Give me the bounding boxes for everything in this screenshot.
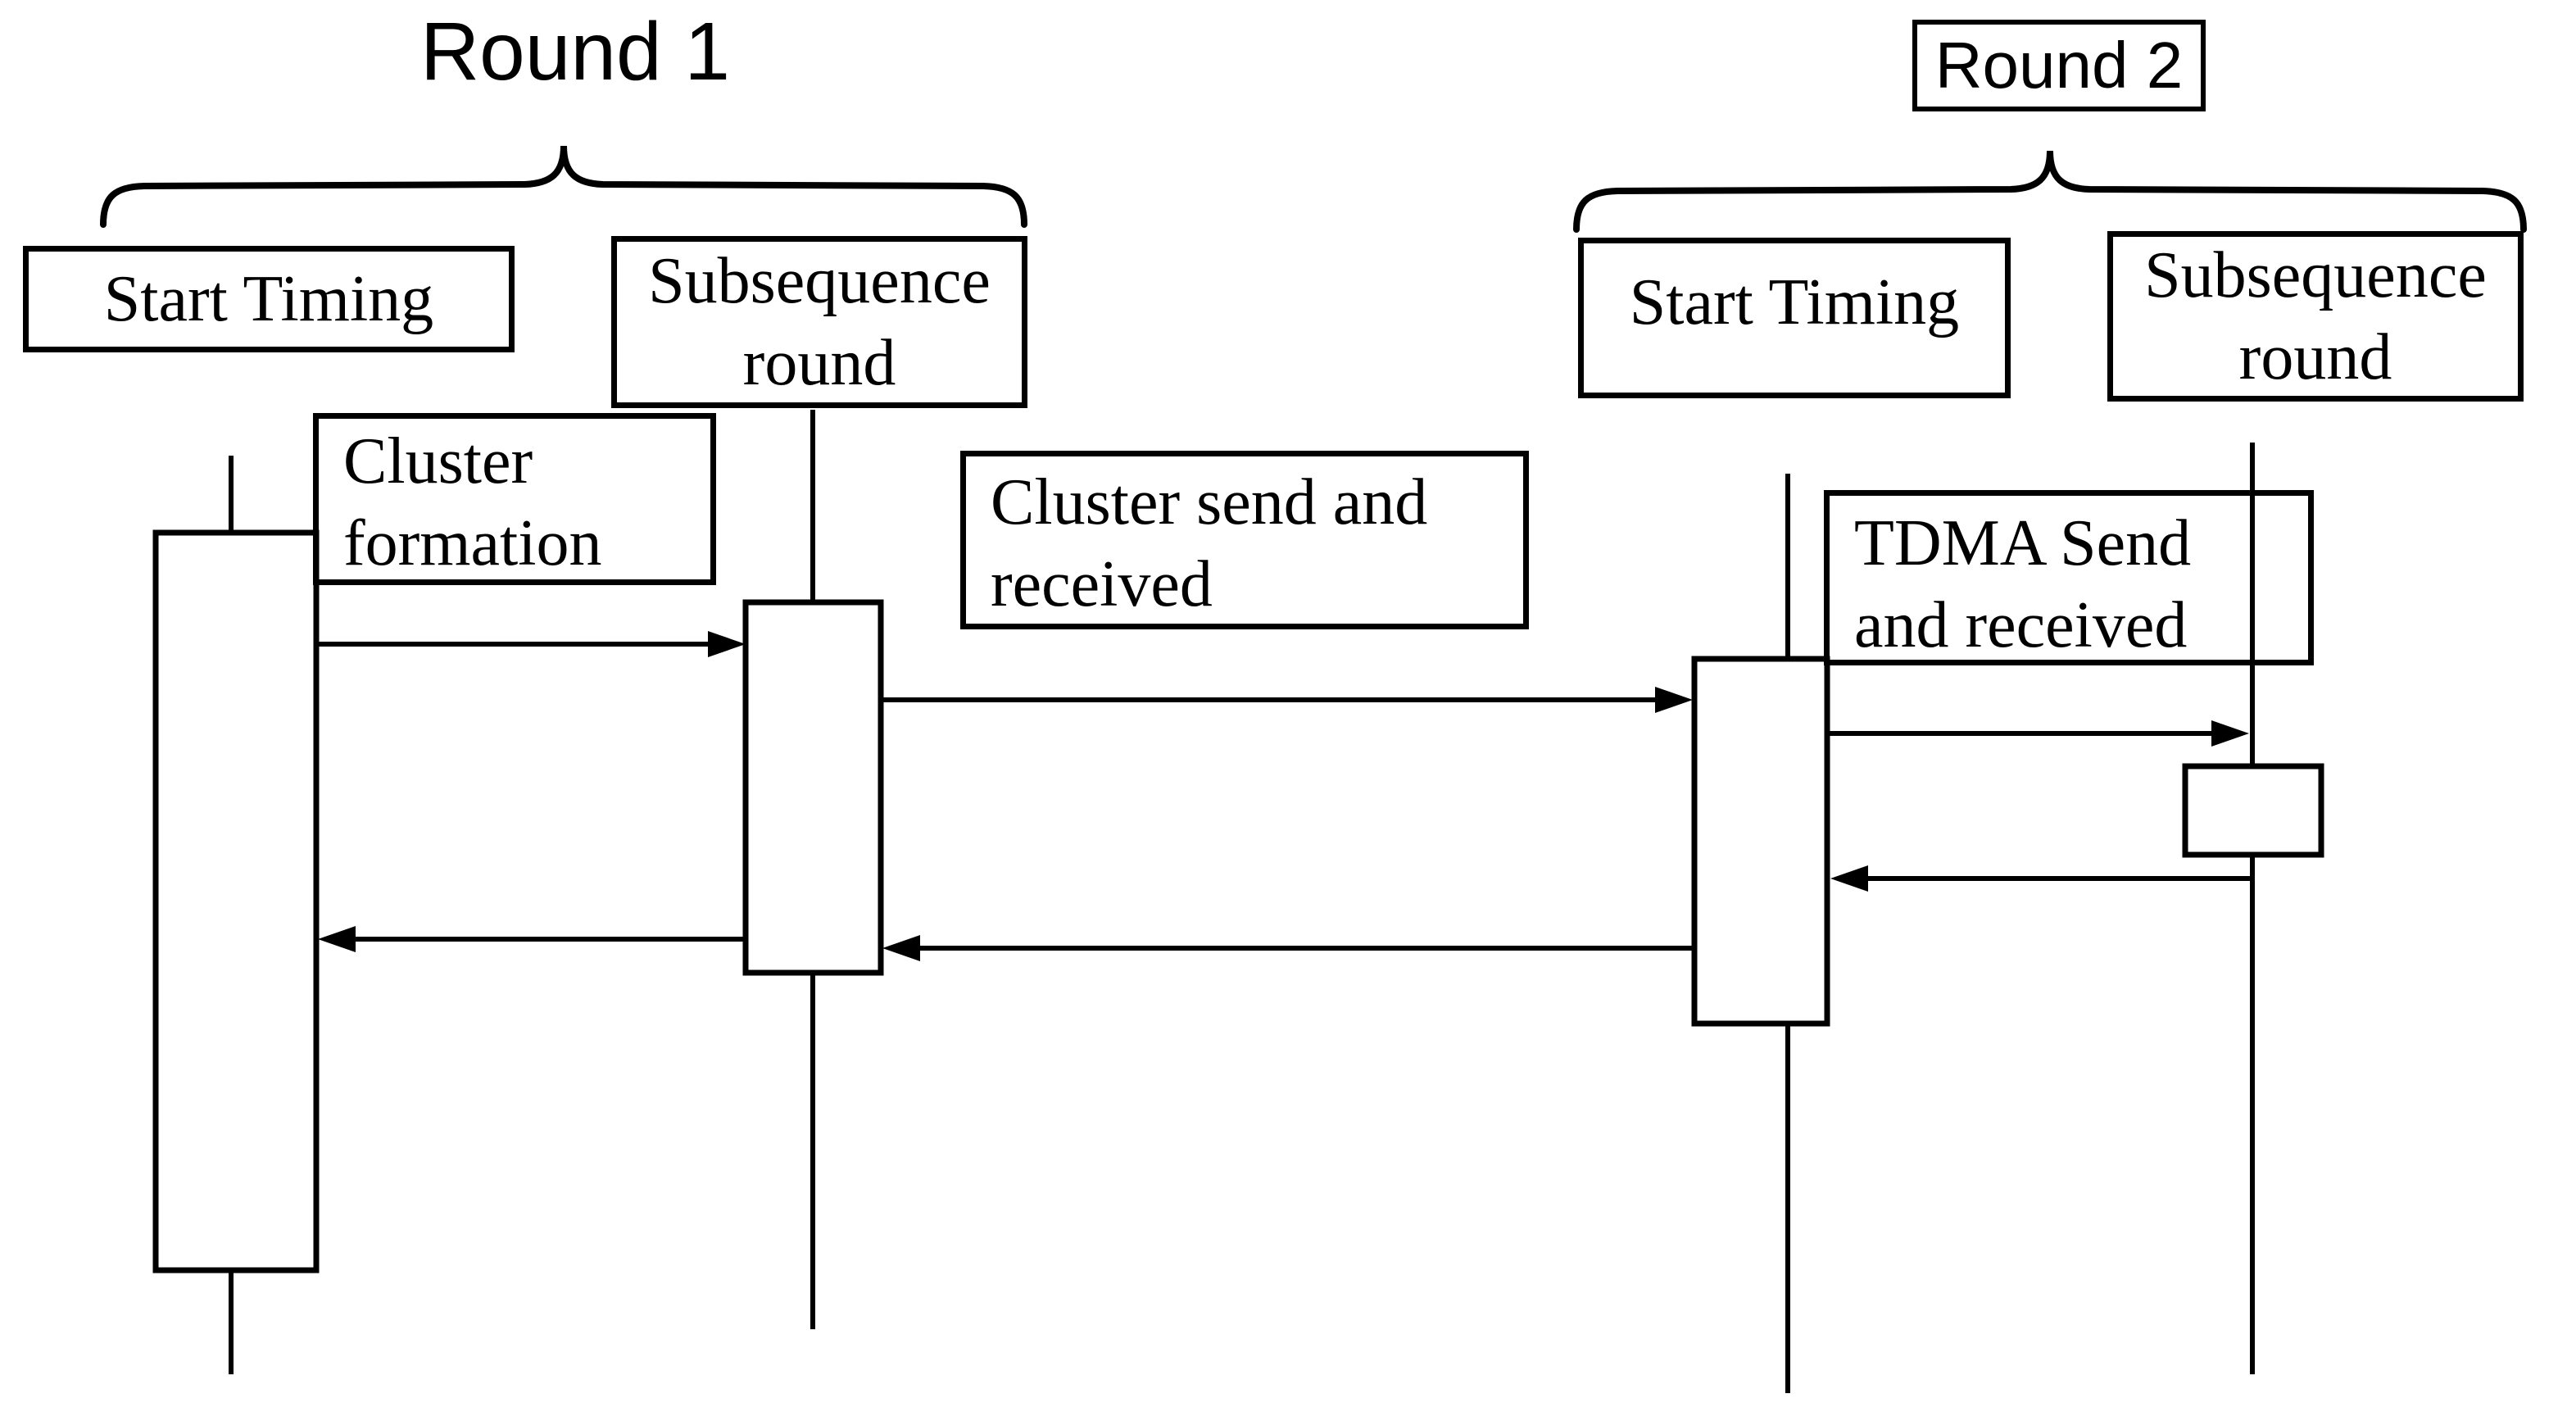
participant-box-start-timing-r1: Start Timing [23,246,515,352]
round2-title-box: Round 2 [1912,20,2206,111]
participant-box-subsequence-round-r2: Subsequence round [2107,231,2524,402]
activation-start-timing-r2 [1691,656,1830,1027]
arrow-tdma-send [1827,720,2249,747]
round1-brace [100,145,1027,228]
participant-label: Subsequence round [2144,239,2487,393]
round2-brace [1573,150,2527,233]
arrow-cluster-reply [882,935,1694,961]
note-label: Cluster send and received [991,466,1428,620]
arrow-tdma-reply [1830,865,2252,892]
note-box-tdma-send-received: TDMA Send and received [1824,490,2314,665]
arrow-cluster-send [881,687,1693,713]
arrow-cluster-formation-request [316,631,746,657]
note-box-cluster-send-received: Cluster send and received [960,451,1529,629]
note-box-cluster-formation: Cluster formation [313,413,716,585]
arrow-formation-reply [318,926,746,952]
participant-box-start-timing-r2: Start Timing [1578,238,2011,398]
participant-box-subsequence-round-r1: Subsequence round [611,236,1027,408]
round1-title: Round 1 [420,6,731,98]
participant-label: Start Timing [1629,266,1960,338]
round2-title: Round 2 [1934,29,2184,102]
participant-label: Start Timing [103,263,434,335]
participant-label: Subsequence round [648,245,991,399]
activation-start-timing-r1 [152,529,320,1273]
note-label: TDMA Send and received [1854,507,2192,661]
activation-subsequence-r2 [2182,763,2324,858]
note-label: Cluster formation [343,425,602,579]
activation-subsequence-r1 [742,599,884,976]
